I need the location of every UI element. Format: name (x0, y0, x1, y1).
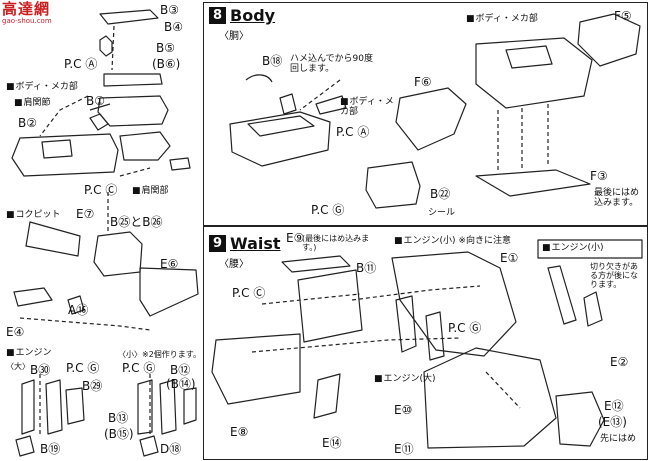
label-notch-note: 切り欠きがある方が後になります。 (590, 262, 638, 289)
label-pcg-left-2: P.C Ⓖ (122, 361, 156, 375)
label-f3-note: 最後にはめ込みます。 (594, 188, 640, 208)
label-body-mecha-8: ボディ・メカ部 (340, 97, 400, 117)
label-f3: F③ (590, 169, 608, 183)
label-shoulder-part: 肩関部 (132, 186, 169, 196)
label-e11: E⑪ (394, 442, 414, 456)
label-b25-b26: B㉕とB㉖ (110, 215, 163, 229)
label-b2: B② (18, 116, 37, 130)
label-e2: E② (610, 355, 629, 369)
label-cockpit: コクピット (6, 210, 61, 220)
label-b12: B⑫ (170, 363, 191, 377)
waist-section-frame (203, 225, 648, 460)
label-e1: E① (500, 251, 519, 265)
label-b5: B⑤ (156, 41, 175, 55)
label-engine: エンジン (6, 348, 52, 358)
body-section-frame (203, 2, 648, 227)
label-a16: A⑯ (68, 303, 89, 317)
label-e8: E⑧ (230, 425, 249, 439)
label-e12: E⑫ (604, 399, 624, 413)
label-b14: (B⑭) (166, 377, 196, 391)
label-b15: (B⑮) (104, 427, 134, 441)
label-pcc-left: P.C Ⓒ (84, 183, 118, 197)
step-8-heading: 8 Body (209, 6, 275, 25)
step-9-heading: 9 Waist (209, 234, 281, 253)
label-engine-big: エンジン(大) (374, 374, 436, 384)
label-e6-left: E⑥ (160, 257, 179, 271)
label-body-mecha-left: ボディ・メカ部 (6, 82, 78, 92)
label-b4: B④ (164, 20, 183, 34)
step-8-number: 8 (209, 7, 226, 24)
step-9-subtitle: 〈腰〉 (219, 259, 249, 270)
label-e13: (E⑬) (598, 415, 627, 429)
label-b11: B⑪ (356, 261, 377, 275)
watermark-logo: 高達網 gao-shou.com (2, 0, 52, 26)
label-pcg-left-1: P.C Ⓖ (66, 361, 100, 375)
label-shoulder-joint: 肩関節 (14, 98, 51, 108)
label-e4: E④ (6, 325, 25, 339)
label-seal: シール (428, 208, 456, 218)
label-b1: B① (86, 94, 105, 108)
label-rotate-note: ハメ込んでから90度回します。 (290, 54, 374, 74)
label-b13: B⑬ (108, 411, 129, 425)
label-body-mecha-right: ボディ・メカ部 (466, 14, 538, 24)
label-pca-body: P.C Ⓐ (336, 125, 370, 139)
step-9-number: 9 (209, 235, 226, 252)
label-b22: B㉒ (430, 187, 451, 201)
label-pcc-waist: P.C Ⓒ (232, 286, 266, 300)
label-pcg-body: P.C Ⓖ (311, 203, 345, 217)
label-pca-left: P.C Ⓐ (64, 57, 98, 71)
label-big: 〈大〉 (6, 362, 30, 371)
label-b3: B③ (160, 3, 179, 17)
label-e9-note: (最後にはめ込みます。) (302, 234, 370, 252)
label-e7: E⑦ (76, 207, 95, 221)
watermark-url: gao-shou.com (2, 17, 52, 25)
label-b6: (B⑥) (152, 57, 181, 71)
label-engine-small-note: エンジン(小) ※向きに注意 (394, 236, 511, 246)
label-pcg-waist: P.C Ⓖ (448, 321, 482, 335)
label-first-note: 先にはめ (600, 434, 637, 444)
label-f6: F⑥ (414, 75, 432, 89)
label-f5: F⑤ (614, 9, 632, 23)
label-e14: E⑭ (322, 436, 342, 450)
watermark-text: 高達網 (2, 0, 51, 18)
label-b18: B⑱ (262, 54, 283, 68)
label-b19: B⑲ (40, 442, 61, 456)
label-b30: B㉚ (30, 363, 51, 377)
step-8-subtitle: 〈胴〉 (219, 31, 249, 42)
label-d18: D⑱ (160, 442, 182, 456)
label-make-two: 〈小〉※2個作ります。 (118, 350, 201, 359)
label-e9: E⑨ (286, 231, 305, 245)
label-e10: E⑩ (394, 403, 413, 417)
label-b29: B㉙ (82, 379, 103, 393)
step-8-title: Body (230, 6, 276, 25)
label-engine-small-box: エンジン(小) (542, 243, 604, 253)
step-9-title: Waist (230, 234, 281, 253)
